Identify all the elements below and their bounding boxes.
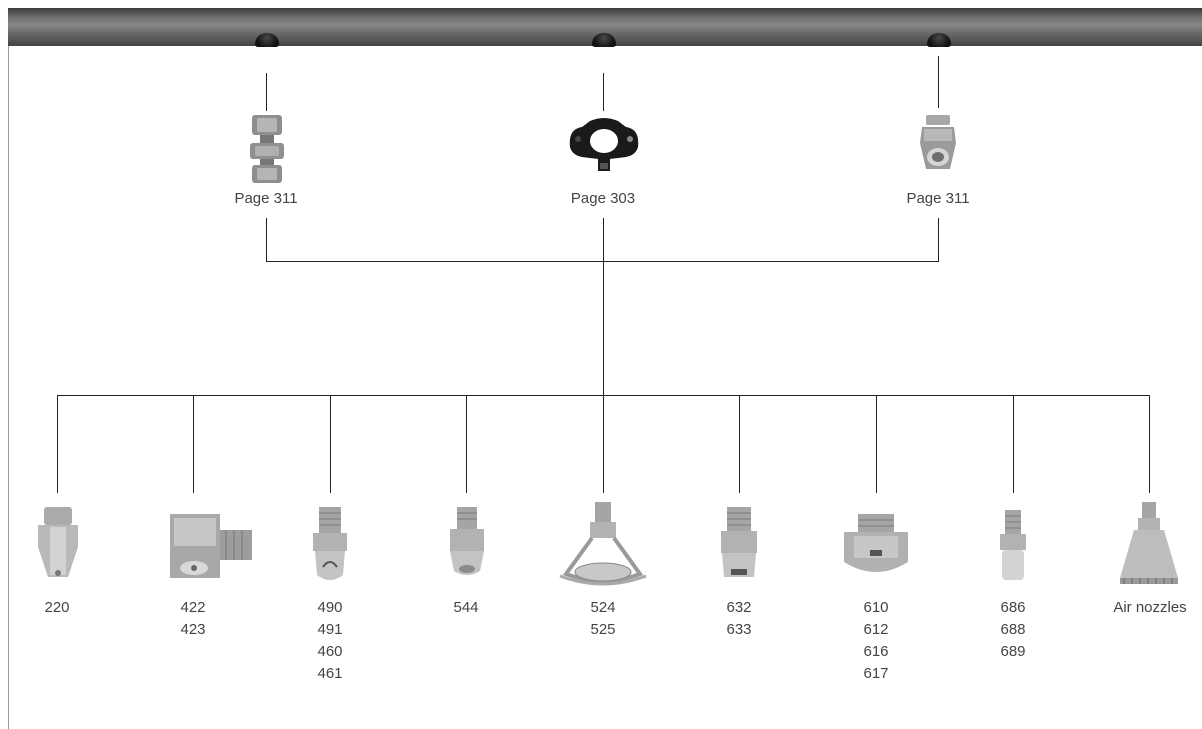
nozzle-code: 460 [317, 643, 343, 660]
left-border [8, 46, 9, 729]
nozzle-code: 220 [44, 599, 70, 616]
air-nozzle-image [1114, 500, 1184, 588]
nozzle-code: 461 [317, 665, 343, 682]
nozzle-code: 617 [863, 665, 889, 682]
nozzle-686-image [996, 508, 1030, 584]
nozzle-422-image [162, 510, 262, 582]
connector-line [603, 218, 604, 396]
nozzle-code: 423 [180, 621, 206, 638]
nozzle-label: 686 688 689 [973, 597, 1053, 663]
mount-label: Page 303 [570, 190, 636, 207]
nozzle-544-image [444, 505, 490, 581]
nozzle-code: 688 [1000, 621, 1026, 638]
pipe-outlet-3 [927, 33, 951, 47]
nozzle-label: 422 423 [153, 597, 233, 641]
connector-line [938, 56, 939, 108]
nozzle-code: 610 [863, 599, 889, 616]
nozzle-code: Air nozzles [1113, 599, 1187, 616]
nozzle-code: 544 [453, 599, 479, 616]
nozzle-label: 490 491 460 461 [290, 597, 370, 685]
nozzle-code: 524 [590, 599, 616, 616]
nozzle-label: 610 612 616 617 [836, 597, 916, 685]
nozzle-490-image [307, 505, 353, 587]
drop-line [330, 395, 331, 493]
drop-line [1013, 395, 1014, 493]
drop-line [57, 395, 58, 493]
nozzle-code: 491 [317, 621, 343, 638]
nozzle-label: 632 633 [699, 597, 779, 641]
nozzle-code: 686 [1000, 599, 1026, 616]
nozzle-code: 612 [863, 621, 889, 638]
drop-line [739, 395, 740, 493]
drop-line [1149, 395, 1150, 493]
nozzle-610-image [840, 512, 912, 582]
nozzle-code: 525 [590, 621, 616, 638]
nozzle-code: 689 [1000, 643, 1026, 660]
connector-line [938, 218, 939, 262]
nozzle-220-image [30, 505, 86, 585]
nozzle-label: 524 525 [563, 597, 643, 641]
connector-line [603, 73, 604, 111]
mount-label: Page 311 [906, 190, 970, 207]
nozzle-label: Air nozzles [1104, 597, 1196, 619]
drop-line [193, 395, 194, 493]
nozzle-code: 616 [863, 643, 889, 660]
connector-line [266, 218, 267, 262]
adapter-fitting-image [916, 113, 960, 177]
pipe-outlet-1 [255, 33, 279, 47]
nozzle-label: 544 [426, 597, 506, 619]
pipe-clamp-image [566, 113, 642, 177]
union-fitting-image [246, 113, 288, 185]
mount-label: Page 311 [234, 190, 298, 207]
connector-line [266, 261, 939, 262]
nozzle-632-image [716, 505, 762, 585]
pipe-outlet-2 [592, 33, 616, 47]
nozzle-code: 633 [726, 621, 752, 638]
nozzle-code: 632 [726, 599, 752, 616]
nozzle-code: 490 [317, 599, 343, 616]
nozzle-label: 220 [17, 597, 97, 619]
drop-line [603, 395, 604, 493]
nozzle-524-image [558, 500, 648, 588]
drop-line [876, 395, 877, 493]
connector-line [266, 73, 267, 111]
drop-line [466, 395, 467, 493]
nozzle-code: 422 [180, 599, 206, 616]
